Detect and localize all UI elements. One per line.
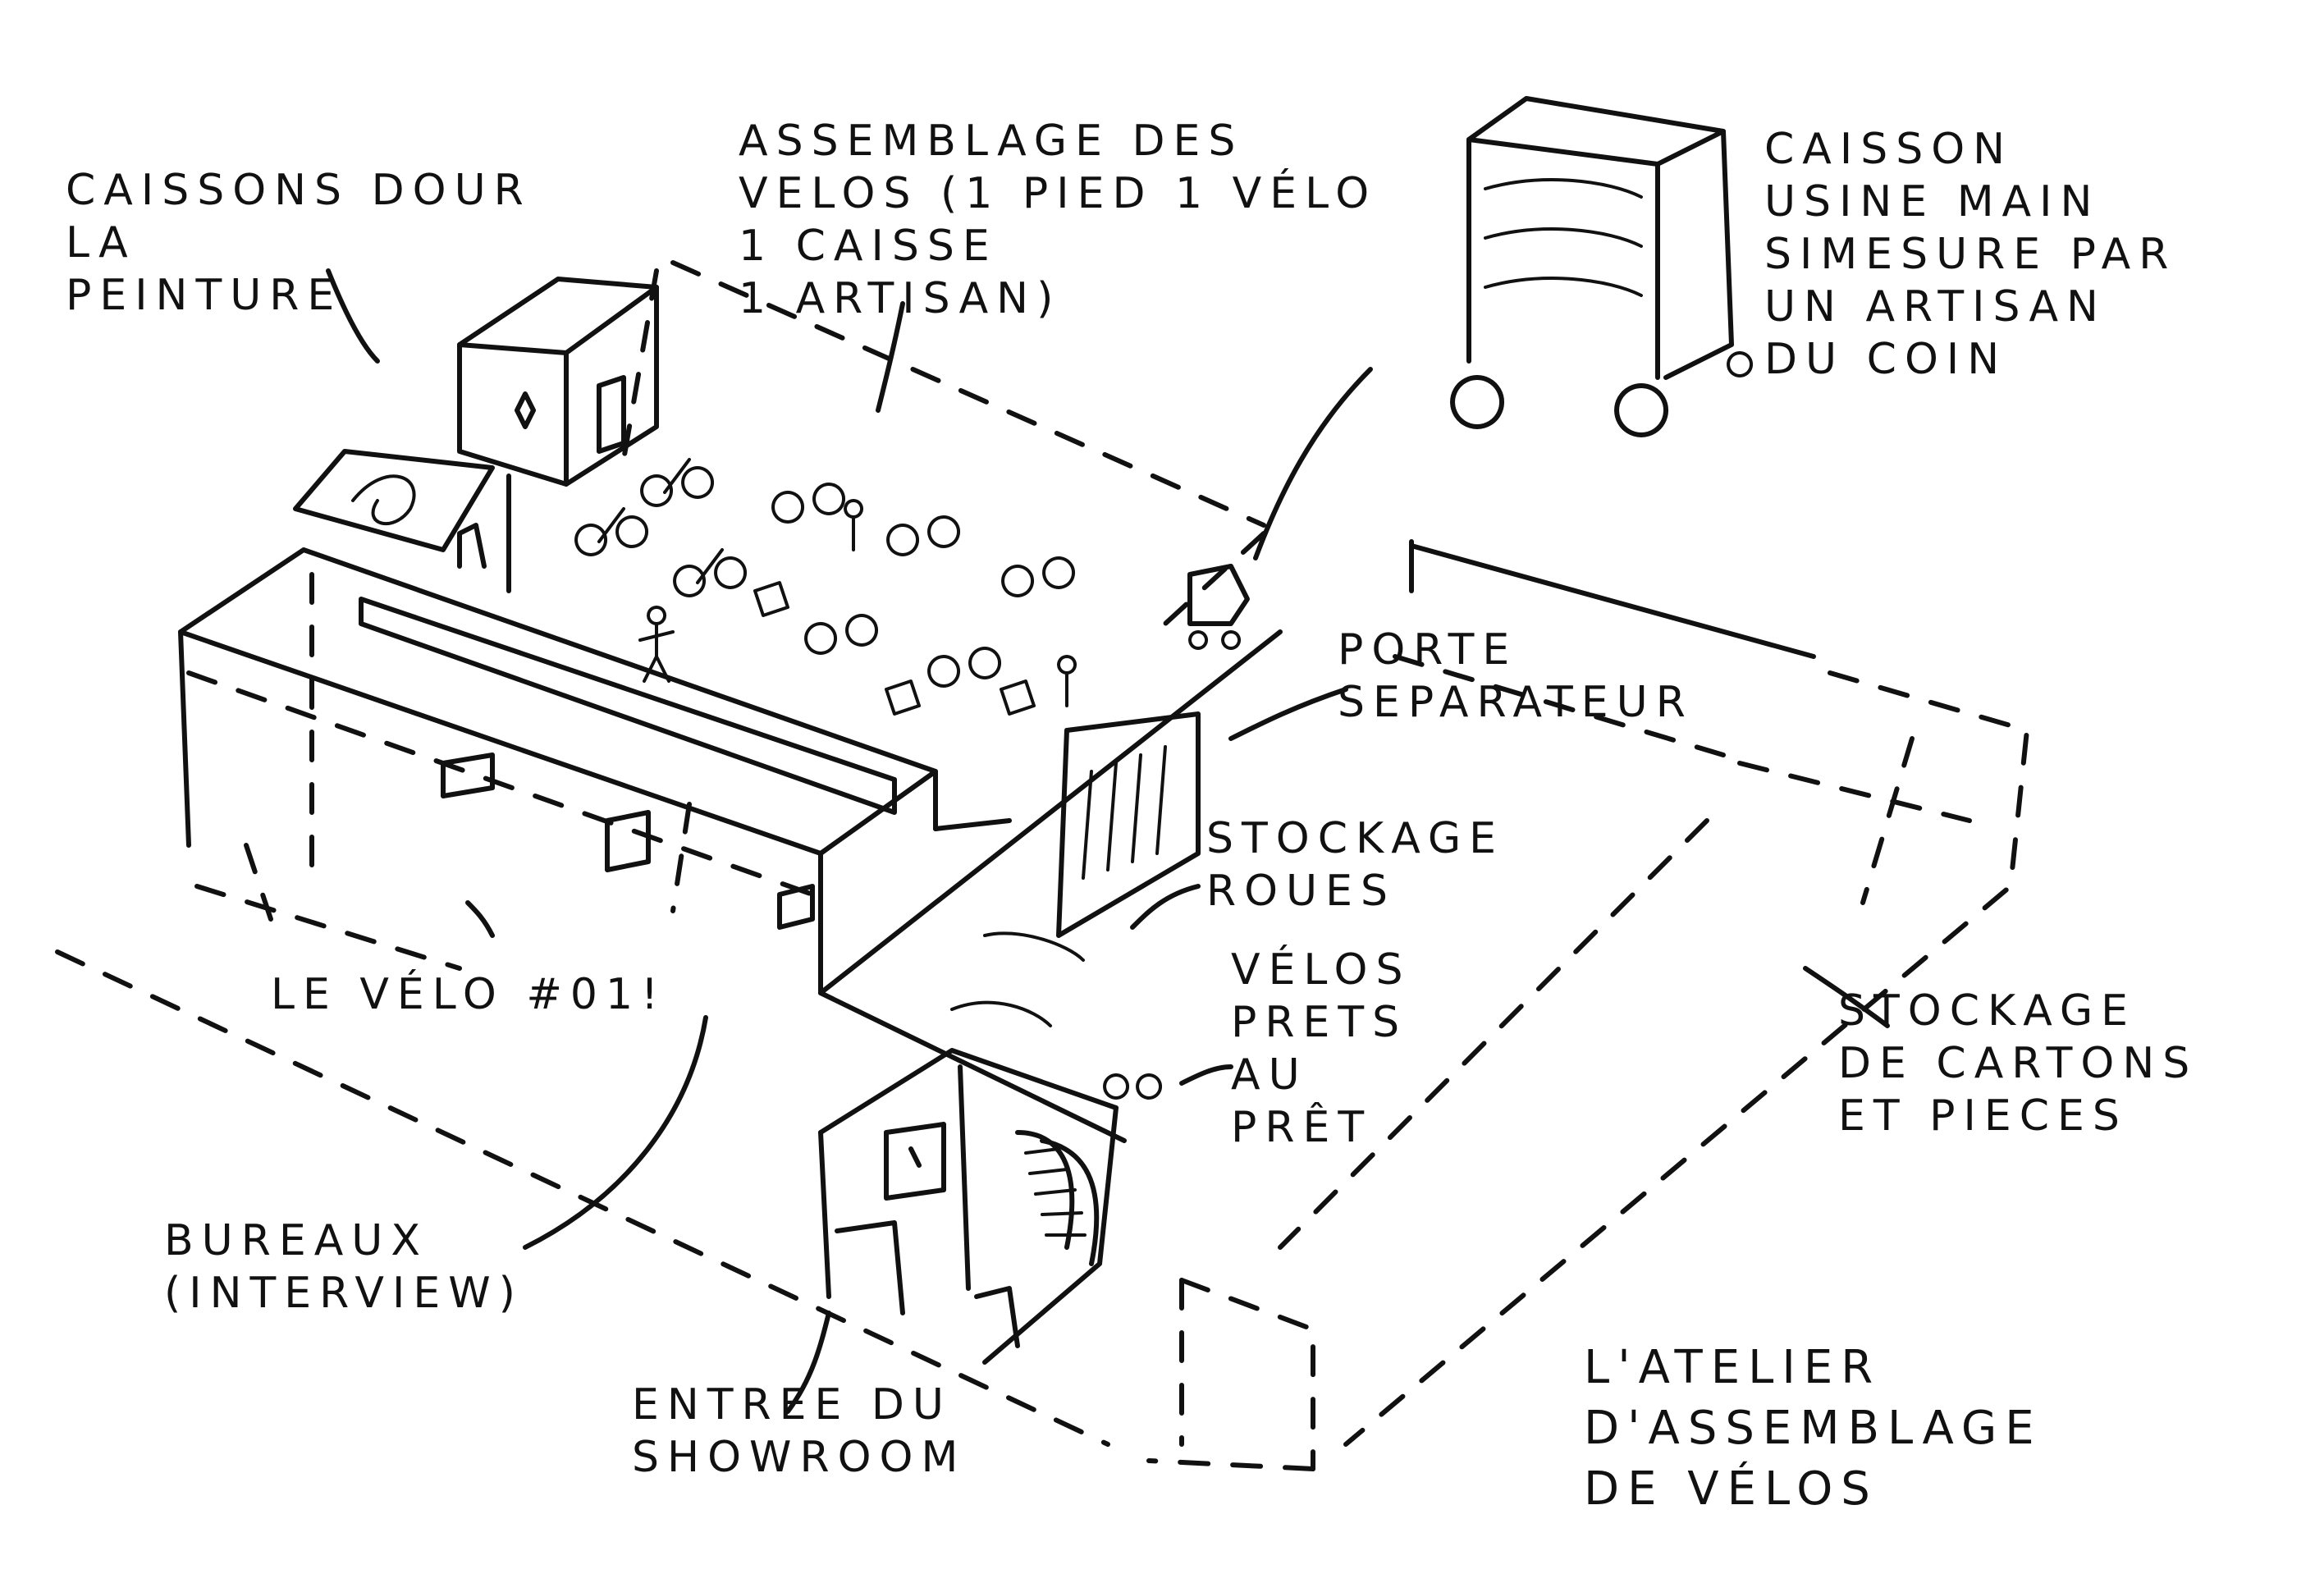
rolling-cart-icon — [1450, 96, 1754, 437]
label-le-velo-01: LE VÉLO #01! — [271, 970, 666, 1019]
label-stockage-roues: STOCKAGE ROUES — [1206, 814, 1505, 916]
painting-booth — [457, 277, 659, 593]
forklift-icon — [1187, 564, 1250, 650]
cardboard-storage-area — [1146, 539, 2030, 1471]
showroom-block — [818, 1048, 1119, 1365]
label-atelier-title: L'ATELiER D'ASSEMBLAGE DE VÉLOS — [1584, 1341, 2043, 1516]
label-entree-showroom: ENTREE DU SHOWROOM — [632, 1380, 967, 1482]
corridor-wall — [818, 629, 1283, 1143]
label-caissons-peinture: CAiSSONS DOUR LA PEiNTURE — [66, 166, 532, 320]
stairs-icon — [1015, 1130, 1100, 1266]
label-caisson-usine: CAiSSON USiNE MAiN SiMESURE PAR UN ARTiS… — [1764, 125, 2177, 384]
bicycle-icon — [574, 458, 1076, 688]
desk-icon — [441, 753, 815, 930]
workshop-footprint — [55, 260, 1266, 1447]
label-velos-prets: VÉLOS PRETS AU PRÊT — [1231, 945, 1411, 1152]
annotation-arrows — [326, 268, 1890, 1414]
label-assemblage-velos: ASSEMBLAGE DES VELOS (1 PiED 1 VÉLO 1 CA… — [739, 117, 1378, 323]
person-icon — [638, 499, 1077, 707]
crate-icon — [753, 581, 1036, 716]
wheel-icon — [950, 931, 1163, 1100]
label-stockage-cartons: STOCKAGE DE CARTONS ET PiECES — [1838, 986, 2198, 1141]
painting-tray — [293, 449, 495, 552]
label-porte-separateur: PORTE SEPARATEUR — [1338, 625, 1694, 727]
office-block — [178, 547, 938, 995]
label-bureaux: BUREAUX (iNTERViEW) — [164, 1216, 524, 1318]
